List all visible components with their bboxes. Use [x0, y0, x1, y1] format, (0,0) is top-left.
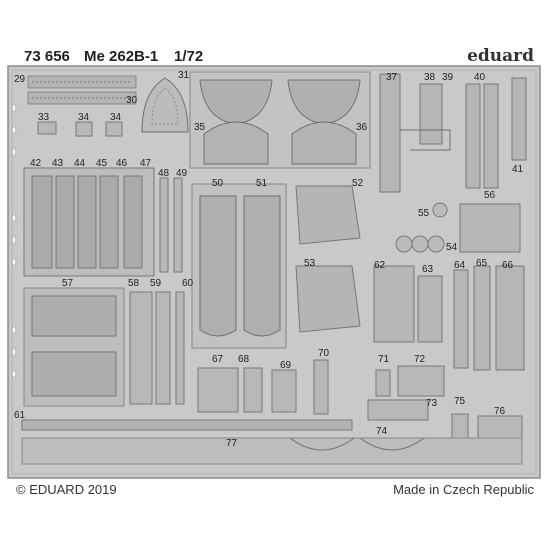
- part-number-49: 49: [176, 168, 188, 179]
- part-number-67: 67: [212, 354, 224, 365]
- aircraft-title: Me 262B-1: [84, 48, 159, 65]
- part-number-40: 40: [474, 72, 486, 83]
- part-31: [141, 77, 189, 133]
- part-number-59: 59: [150, 278, 162, 289]
- eduard-logo: eduard: [467, 46, 534, 66]
- part-number-63: 63: [422, 264, 434, 275]
- part-number-71: 71: [378, 354, 390, 365]
- part-29-30: [27, 75, 137, 105]
- part-number-36: 36: [356, 122, 368, 133]
- part-number-74: 74: [376, 426, 388, 437]
- part-67-72: [197, 359, 445, 415]
- part-number-34: 34: [110, 112, 122, 123]
- part-number-35: 35: [194, 122, 206, 133]
- part-number-38: 38: [424, 72, 436, 83]
- part-58-60: [129, 291, 185, 405]
- part-number-64: 64: [454, 260, 466, 271]
- part-48-49: [159, 177, 183, 273]
- part-number-62: 62: [374, 260, 386, 271]
- part-number-52: 52: [352, 178, 364, 189]
- left-edge-slots: [11, 103, 17, 379]
- part-number-57: 57: [62, 278, 74, 289]
- part-number-29: 29: [14, 74, 26, 85]
- origin-text: Made in Czech Republic: [393, 482, 534, 497]
- part-number-37: 37: [386, 72, 398, 83]
- part-number-30: 30: [126, 95, 138, 106]
- set-number: 73 656: [24, 48, 70, 65]
- part-number-73: 73: [426, 398, 438, 409]
- part-number-75: 75: [454, 396, 466, 407]
- part-number-53: 53: [304, 258, 316, 269]
- part-number-66: 66: [502, 260, 514, 271]
- part-number-34: 34: [78, 112, 90, 123]
- part-number-47: 47: [140, 158, 152, 169]
- part-number-69: 69: [280, 360, 292, 371]
- part-number-55: 55: [418, 208, 430, 219]
- part-54-55: [395, 202, 448, 253]
- part-number-43: 43: [52, 158, 64, 169]
- scale-label: 1/72: [174, 48, 204, 65]
- part-number-60: 60: [182, 278, 194, 289]
- part-number-39: 39: [442, 72, 454, 83]
- part-number-46: 46: [116, 158, 128, 169]
- part-35-36: [189, 71, 371, 169]
- part-number-51: 51: [256, 178, 268, 189]
- part-number-54: 54: [446, 242, 458, 253]
- part-number-68: 68: [238, 354, 250, 365]
- part-62-66: [373, 265, 525, 371]
- part-number-61: 61: [14, 410, 26, 421]
- part-52-53: [295, 185, 361, 333]
- part-number-labels: 29 30 31 33 34 34 35 36 37 38 39 40 41 42 43 44 45 46 47 48…: [14, 70, 524, 449]
- part-number-33: 33: [38, 112, 50, 123]
- part-number-41: 41: [512, 164, 524, 175]
- part-number-56: 56: [484, 190, 496, 201]
- part-number-77: 77: [226, 438, 238, 449]
- part-33-34: [37, 121, 123, 137]
- copyright-text: © EDUARD 2019: [16, 482, 117, 497]
- part-number-72: 72: [414, 354, 426, 365]
- part-57: [23, 287, 125, 407]
- part-number-42: 42: [30, 158, 42, 169]
- part-number-65: 65: [476, 258, 488, 269]
- part-number-58: 58: [128, 278, 140, 289]
- part-number-76: 76: [494, 406, 506, 417]
- part-number-44: 44: [74, 158, 86, 169]
- fret-inner-border: [11, 69, 537, 475]
- part-61-77: [21, 419, 523, 465]
- part-37-41: [379, 73, 527, 193]
- part-number-50: 50: [212, 178, 224, 189]
- part-number-70: 70: [318, 348, 330, 359]
- part-number-31: 31: [178, 70, 190, 81]
- part-number-45: 45: [96, 158, 108, 169]
- part-50-51: [191, 183, 287, 349]
- part-56: [459, 203, 521, 253]
- part-42-47: [23, 167, 155, 277]
- part-number-48: 48: [158, 168, 170, 179]
